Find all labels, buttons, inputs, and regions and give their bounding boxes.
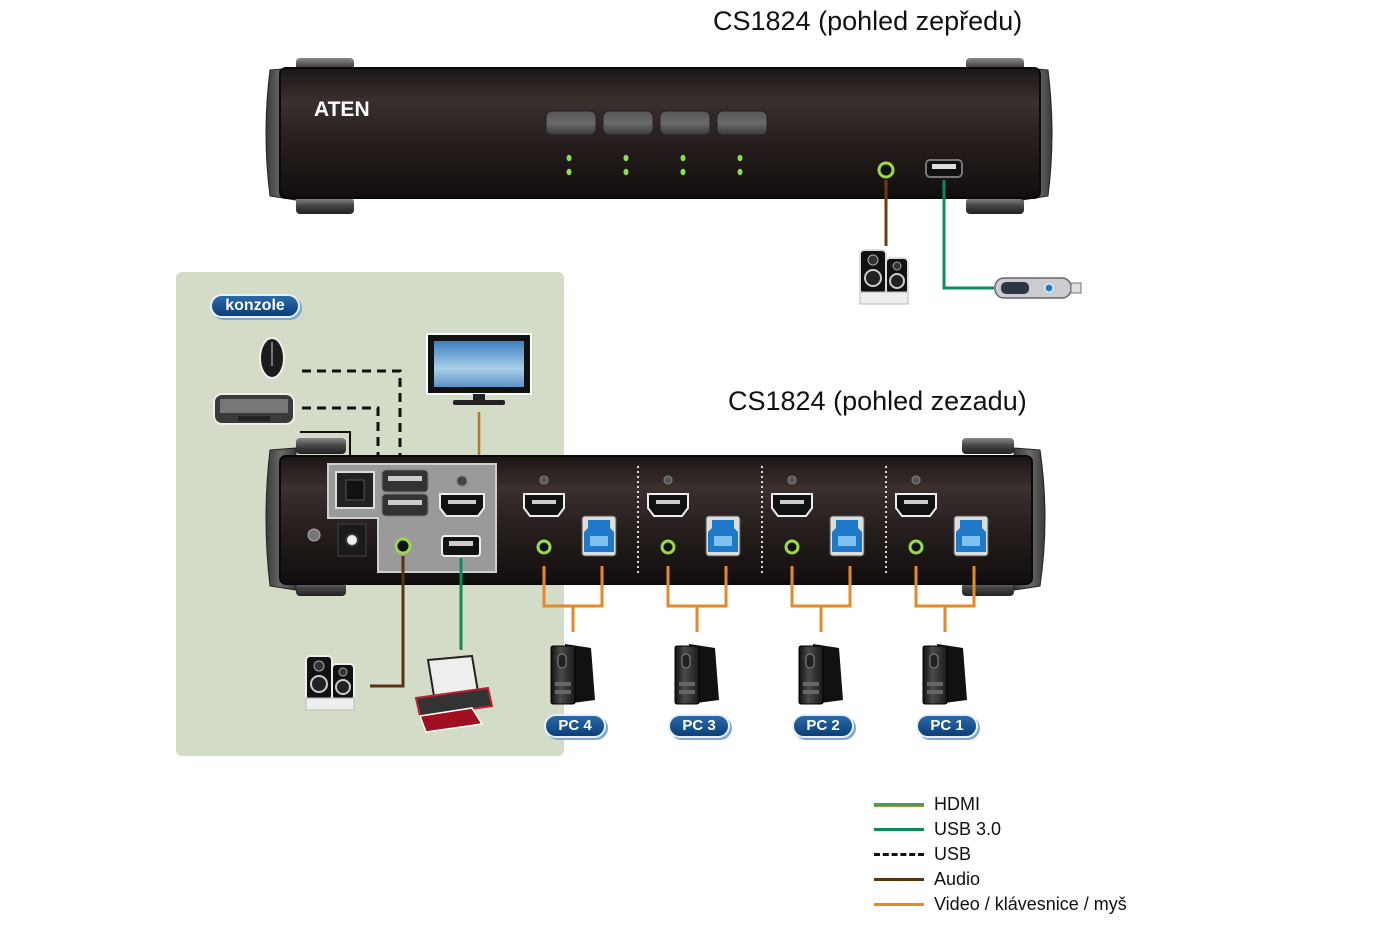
legend-label: USB: [934, 843, 972, 864]
console-hdmi-port: [439, 493, 485, 517]
pc-hdmi-port: [895, 493, 937, 517]
hdmi-screw: [539, 475, 549, 485]
keyboard-usb-cable: [302, 406, 380, 470]
pc-audio-jack: [660, 539, 676, 555]
console-audio-cable: [370, 556, 405, 688]
mouse-usb-cable: [302, 369, 402, 470]
front-usb-port-tongue: [932, 164, 956, 169]
console-badge: konzole: [210, 294, 300, 318]
port-select-button-3[interactable]: [659, 110, 711, 136]
pc-tower-icon: [798, 644, 843, 705]
ground-screw: [307, 528, 321, 542]
legend-item: Video / klávesnice / myš: [874, 892, 1127, 916]
front-device-body: [279, 67, 1041, 199]
legend-label: USB 3.0: [934, 818, 1002, 839]
front-foot-bl: [296, 198, 354, 214]
pc-label-badge: PC 3: [668, 714, 730, 738]
console-screw: [456, 475, 468, 487]
front-foot-br: [966, 198, 1024, 214]
monitor-icon: [426, 333, 532, 405]
rear-view-title: CS1824 (pohled zezadu): [728, 386, 1027, 416]
legend-item: USB 3.0: [874, 817, 1001, 841]
port-led: [623, 154, 629, 162]
legend-item: USB: [874, 842, 971, 866]
mouse-icon: [259, 337, 285, 379]
legend-label: Audio: [934, 868, 981, 889]
console-speakers-icon: [305, 655, 355, 711]
rear-foot-tl: [296, 438, 346, 454]
pc-hdmi-port: [771, 493, 813, 517]
pc-hdmi-port: [647, 493, 689, 517]
front-audio-jack: [877, 161, 895, 179]
pc-label-badge: PC 1: [916, 714, 978, 738]
rear-device: [265, 438, 1046, 596]
pc-tower-icon: [550, 644, 595, 705]
front-speakers-icon: [859, 249, 909, 305]
legend-swatch: [874, 827, 924, 831]
legend-item: Audio: [874, 867, 980, 891]
pc-tower-icon: [922, 644, 967, 705]
port-led: [566, 154, 572, 162]
pc-2-cable: [790, 566, 852, 632]
legend-swatch: [874, 877, 924, 881]
legend-label: HDMI: [934, 793, 980, 814]
hdmi-screw: [663, 475, 673, 485]
pc-1-cable: [914, 566, 976, 632]
legend-swatch: [874, 852, 924, 856]
pc-label-badge: PC 4: [544, 714, 606, 738]
usb-flash-drive-icon: [994, 277, 1082, 299]
keyboard-icon: [213, 393, 295, 425]
legend-swatch: [874, 802, 924, 806]
port-led: [680, 154, 686, 162]
port-select-button-2[interactable]: [602, 110, 654, 136]
port-led: [566, 168, 572, 176]
pc-hdmi-port: [523, 493, 565, 517]
port-select-button-1[interactable]: [545, 110, 597, 136]
legend-label: Video / klávesnice / myš: [934, 893, 1127, 914]
front-usb3-cable: [942, 180, 994, 290]
port-led: [737, 168, 743, 176]
hdmi-screw: [911, 475, 921, 485]
legend-item: HDMI: [874, 792, 980, 816]
port-led: [623, 168, 629, 176]
port-led: [680, 168, 686, 176]
rj-port: [335, 471, 375, 509]
front-view-title: CS1824 (pohled zepředu): [713, 6, 1023, 36]
console-audio-jack: [394, 537, 412, 555]
pc-audio-jack: [908, 539, 924, 555]
legend-swatch: [874, 902, 924, 906]
pc-audio-jack: [784, 539, 800, 555]
rear-foot-tr: [962, 438, 1014, 454]
pc-audio-jack: [536, 539, 552, 555]
pc-4-cable: [542, 566, 604, 632]
printer-icon: [414, 654, 494, 733]
port-led: [737, 154, 743, 162]
port-select-button-4[interactable]: [716, 110, 768, 136]
aten-logo: ATEN: [314, 98, 370, 121]
hdmi-screw: [787, 475, 797, 485]
pc-tower-icon: [674, 644, 719, 705]
pc-3-cable: [666, 566, 728, 632]
front-device: ATEN: [265, 58, 1053, 214]
pc-label-badge: PC 2: [792, 714, 854, 738]
